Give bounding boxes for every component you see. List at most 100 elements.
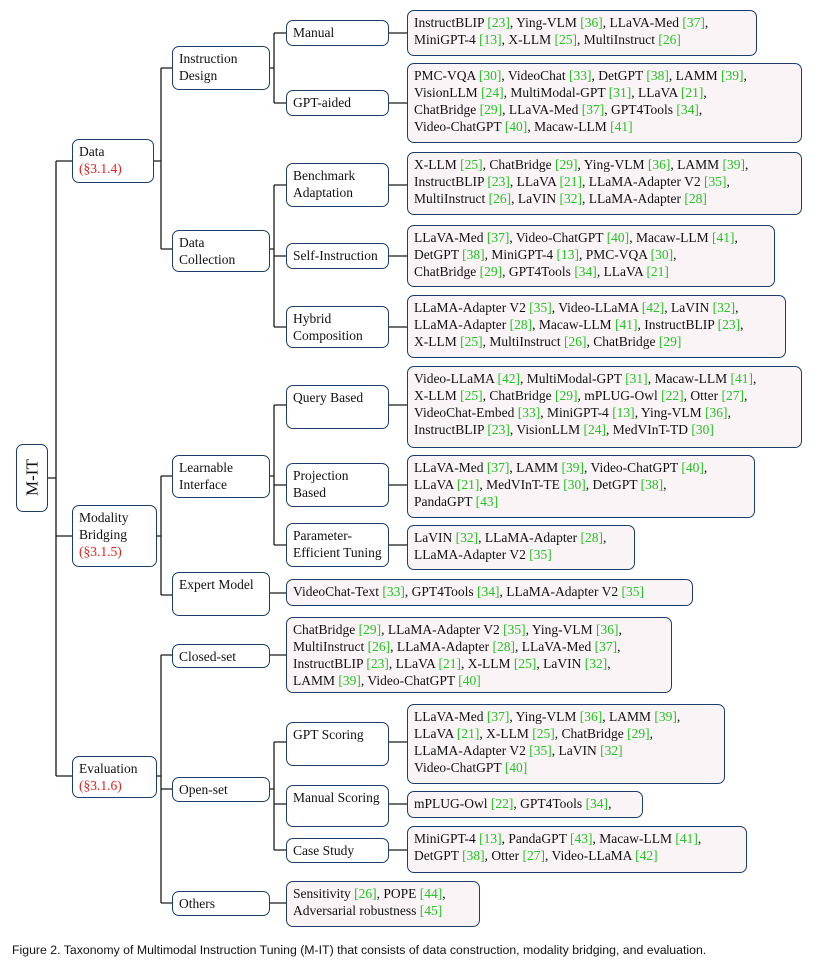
citation: [43] — [475, 494, 499, 509]
leaf-line: Video-LLaMA [42], MultiModal-GPT [31], M… — [414, 370, 795, 387]
leaf-line: LLaMA-Adapter V2 [35], Video-LLaMA [42],… — [414, 299, 779, 316]
model-names: LLaVA — [414, 726, 457, 741]
citation: [39] — [654, 709, 677, 724]
model-names: , MultiInstruct — [577, 32, 659, 47]
model-names: InstructBLIP — [414, 15, 488, 30]
leaf-line: MultiInstruct [26], LaVIN [32], LLaMA-Ad… — [414, 190, 795, 207]
category-evaluation-section: (§3.1.6) — [79, 778, 122, 793]
citation: [25] — [532, 726, 555, 741]
model-names: Video-LLaMA — [414, 371, 498, 386]
model-names: , LLaVA-Med — [502, 102, 582, 117]
citation: [29] — [358, 622, 382, 637]
model-names: , — [442, 886, 446, 901]
model-names: , VideoChat — [501, 68, 569, 83]
category-data-label: Data — [79, 144, 105, 159]
citation: [41] — [675, 831, 698, 846]
leaf-line: VideoChat-Embed [33], MiniGPT-4 [13], Yi… — [414, 404, 795, 421]
model-names: PMC-VQA — [414, 68, 479, 83]
leaf-projection-based-models: LLaVA-Med [37], LAMM [39], Video-ChatGPT… — [407, 455, 755, 518]
model-names: , — [697, 831, 702, 846]
citation: [40] — [606, 230, 630, 245]
citation: [23] — [487, 15, 510, 30]
citation: [23] — [487, 174, 510, 189]
category-evaluation: Evaluation (§3.1.6) — [72, 756, 157, 798]
model-names: , — [617, 639, 621, 654]
citation: [13] — [556, 247, 580, 262]
model-names: , — [698, 102, 703, 117]
model-names: MiniGPT-4 — [414, 32, 480, 47]
model-names: , — [607, 656, 611, 671]
citation: [26] — [658, 32, 681, 47]
model-names: LLaMA-Adapter V2 — [414, 743, 530, 758]
model-names: ChatBridge — [414, 102, 480, 117]
model-names: LLaMA-Adapter V2 — [414, 547, 530, 562]
citation: [43] — [570, 831, 593, 846]
model-names: , — [676, 709, 681, 724]
model-names: , LaVIN — [536, 656, 585, 671]
citation: [37] — [581, 102, 605, 117]
citation: [30] — [650, 247, 674, 262]
model-names: , Ying-VLM — [525, 622, 596, 637]
model-names: , — [745, 157, 749, 172]
citation: [21] — [456, 726, 480, 741]
model-names: X-LLM — [414, 334, 461, 349]
citation: [26] — [367, 639, 391, 654]
model-names: InstructBLIP — [414, 174, 488, 189]
model-names: Sensitivity — [293, 886, 355, 901]
citation: [36] — [647, 157, 671, 172]
citation: [25] — [460, 388, 483, 403]
leaf-line: PandaGPT [43] — [414, 493, 748, 510]
model-names: VideoChat-Embed — [414, 405, 518, 420]
model-names: , LLaVA-Med — [602, 15, 683, 30]
model-names: , DetGPT — [591, 68, 647, 83]
citation: [42] — [635, 848, 658, 863]
citation: [33] — [382, 584, 405, 599]
model-names: , — [740, 317, 744, 332]
leaf-line: LLaVA-Med [37], Video-ChatGPT [40], Maca… — [414, 229, 768, 246]
leaf-manual-scoring-models: mPLUG-Owl [22], GPT4Tools [34], — [407, 791, 643, 818]
citation: [32] — [455, 530, 479, 545]
leaf-line: LLaVA-Med [37], LAMM [39], Video-ChatGPT… — [414, 459, 748, 476]
model-names: , Macaw-LLM — [532, 317, 615, 332]
leaf-gpt-scoring-models: LLaVA-Med [37], Ying-VLM [36], LAMM [39]… — [407, 704, 725, 784]
model-names: ChatBridge — [414, 264, 480, 279]
model-names: , — [743, 68, 747, 83]
model-names: , MedVInT-TE — [479, 477, 564, 492]
leaf-line: InstructBLIP [23], VisionLLM [24], MedVI… — [414, 421, 795, 438]
citation: [41] — [712, 230, 735, 245]
model-names: , MedVInT-TD — [605, 422, 692, 437]
model-names: MultiInstruct — [414, 191, 489, 206]
model-names: , LLaVA — [388, 656, 439, 671]
figure-caption: Figure 2. Taxonomy of Multimodal Instruc… — [12, 943, 707, 957]
model-names: , PandaGPT — [501, 831, 571, 846]
citation: [29] — [555, 388, 578, 403]
citation: [21] — [559, 174, 583, 189]
method-gpt-aided: GPT-aided — [286, 90, 389, 116]
model-names: , GPT4Tools — [404, 584, 478, 599]
citation: [38] — [646, 68, 669, 83]
leaf-line: LAMM [39], Video-ChatGPT [40] — [293, 672, 665, 689]
leaf-line: LLaMA-Adapter [28], Macaw-LLM [41], Inst… — [414, 316, 779, 333]
model-names: LLaVA-Med — [414, 460, 487, 475]
subcategory-expert-model: Expert Model — [172, 572, 270, 616]
citation: [26] — [354, 886, 377, 901]
citation: [21] — [438, 656, 462, 671]
method-query-based: Query Based — [286, 385, 389, 429]
leaf-line: PMC-VQA [30], VideoChat [33], DetGPT [38… — [414, 67, 795, 84]
subcategory-others: Others — [172, 891, 270, 916]
citation: [23] — [717, 317, 741, 332]
method-parameter-efficient-tuning: Parameter-Efficient Tuning — [286, 523, 389, 567]
leaf-benchmark-adaptation-models: X-LLM [25], ChatBridge [29], Ying-VLM [3… — [407, 152, 802, 215]
model-names: LLaMA-Adapter — [414, 317, 510, 332]
model-names: LLaVA — [414, 477, 457, 492]
category-bridging-label: Modality Bridging — [79, 510, 129, 542]
citation: [30] — [563, 477, 586, 492]
citation: [38] — [640, 477, 664, 492]
leaf-line: MultiInstruct [26], LLaMA-Adapter [28], … — [293, 638, 665, 655]
category-evaluation-label: Evaluation — [79, 761, 138, 776]
model-names: MiniGPT-4 — [414, 831, 480, 846]
citation: [45] — [419, 903, 443, 918]
model-names: , LAMM — [668, 68, 721, 83]
citation: [34] — [574, 264, 597, 279]
citation: [36] — [705, 405, 728, 420]
